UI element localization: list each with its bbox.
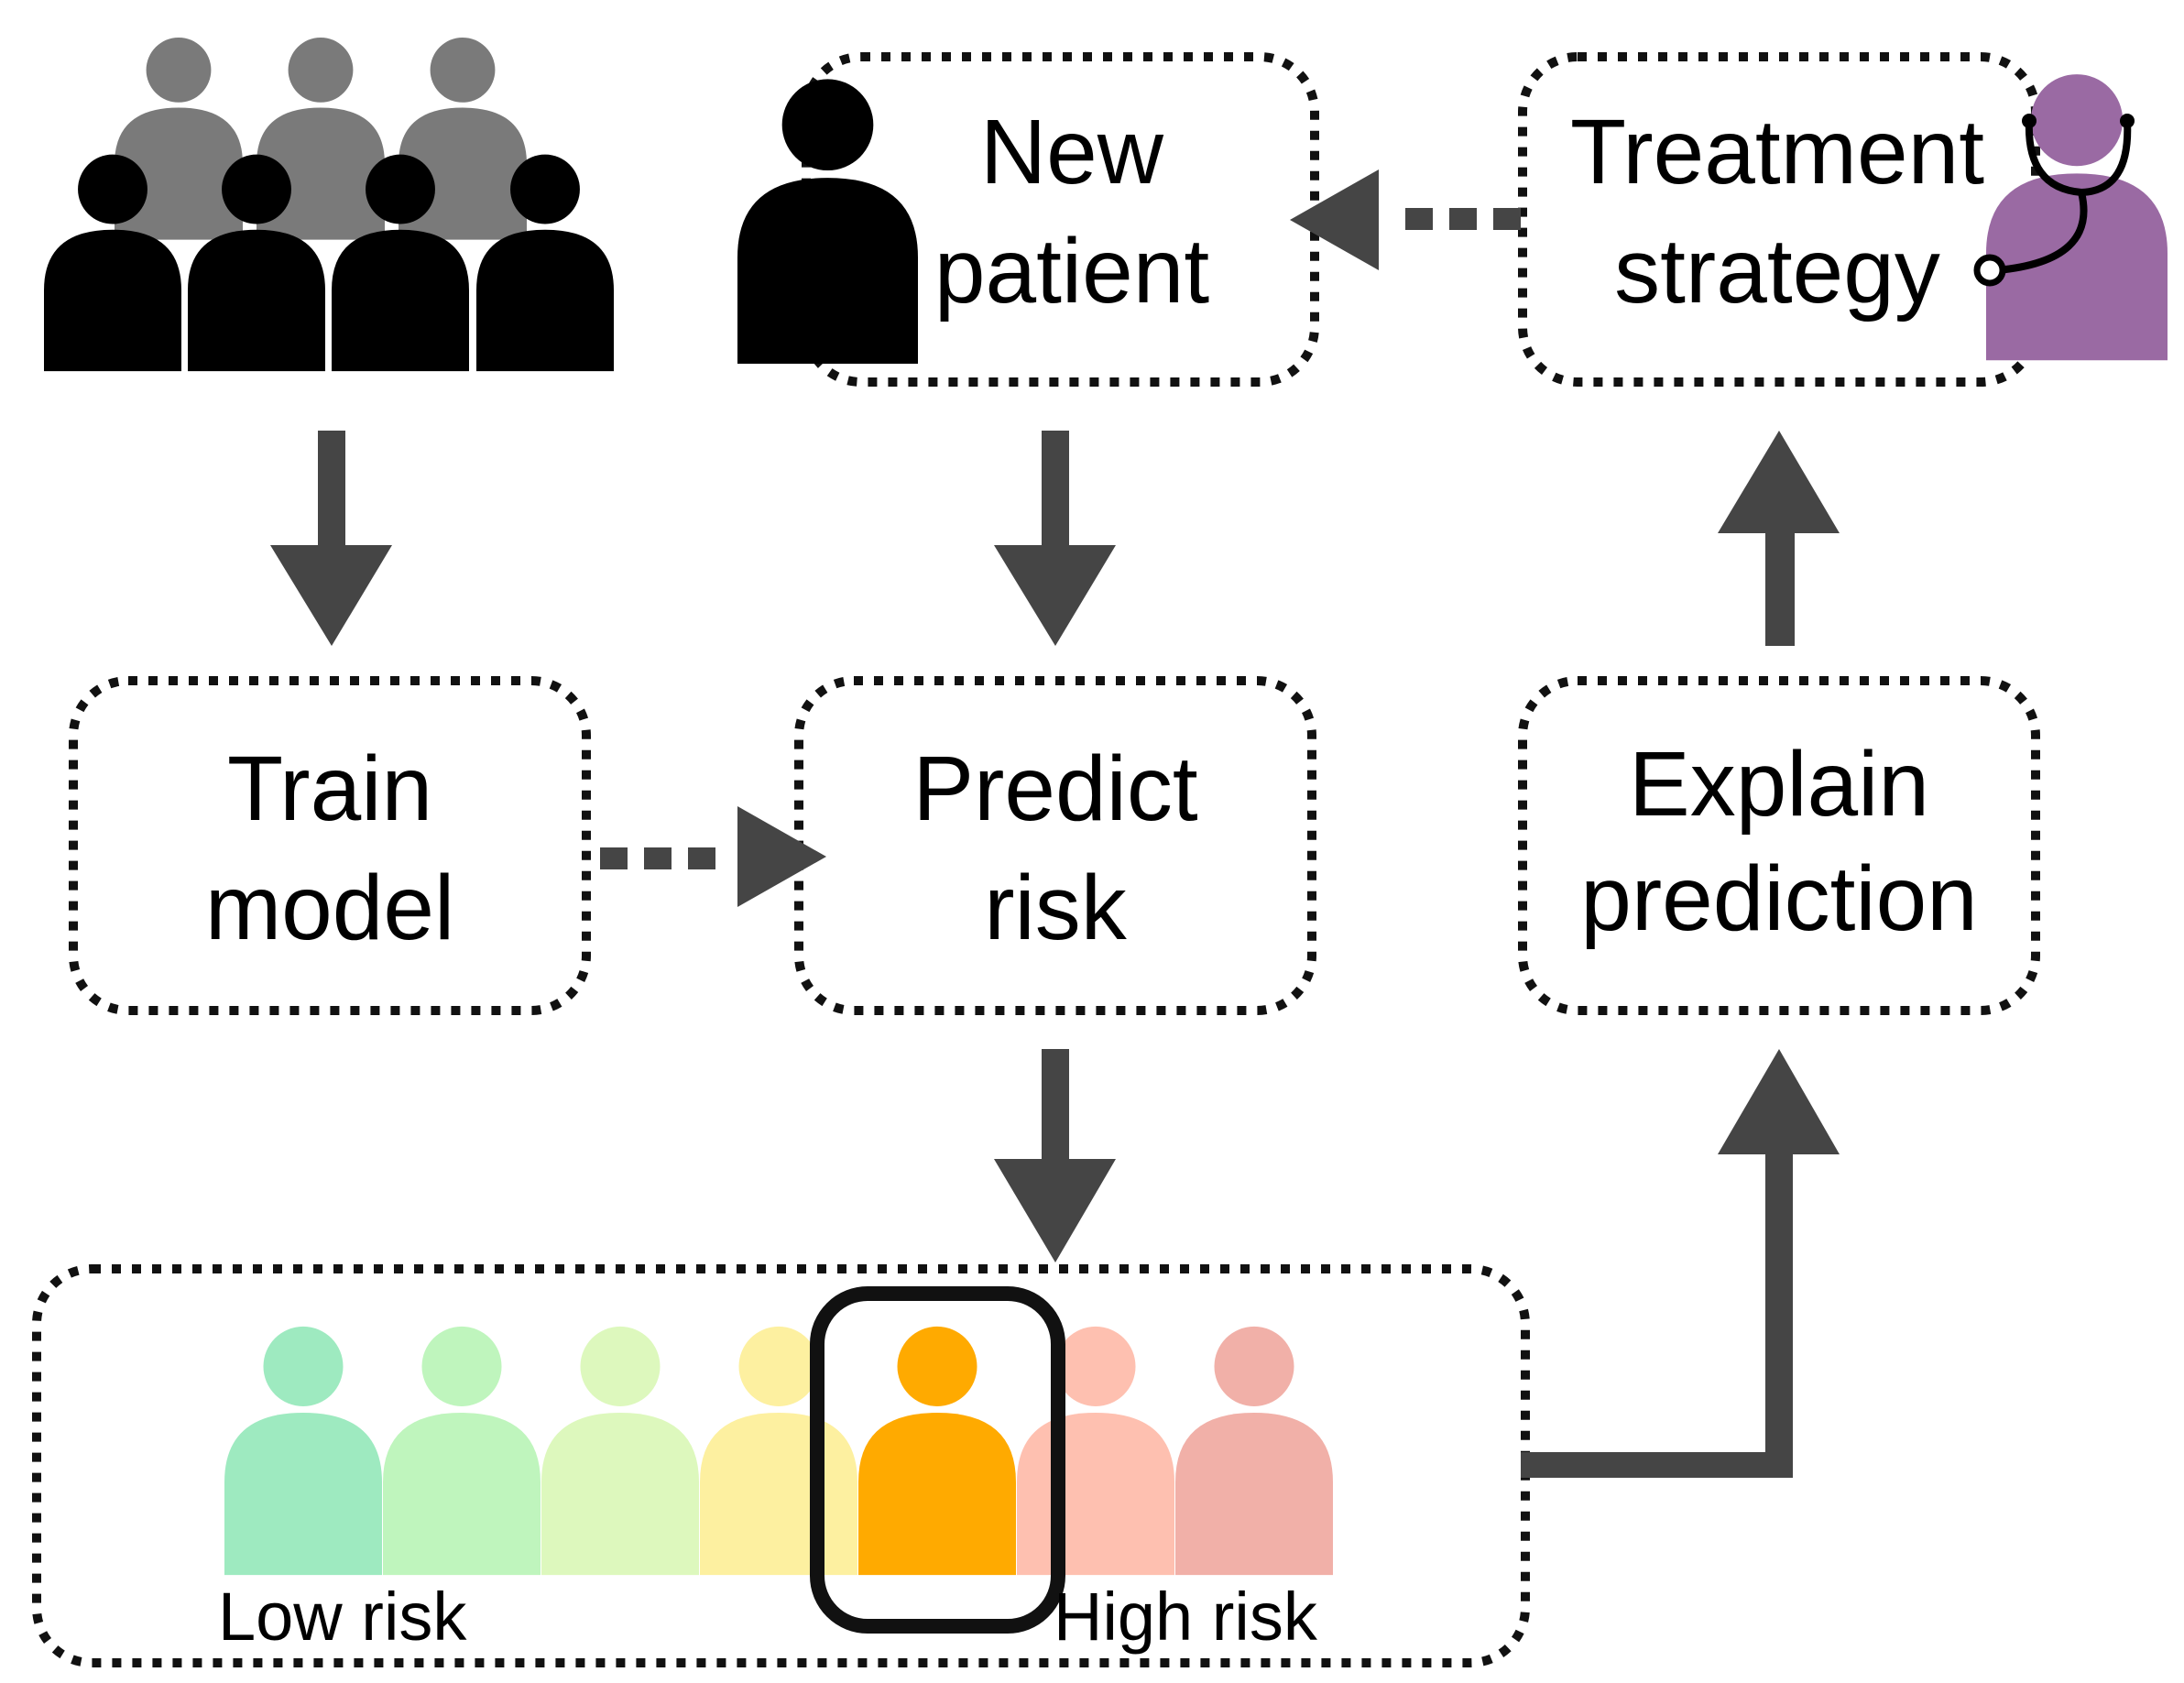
arrow-treatment-to-newpatient <box>1290 169 1521 270</box>
explain-prediction-box: Explain prediction <box>1518 676 2040 1015</box>
doctor-icon <box>1973 74 2168 361</box>
treatment-strategy-line2: strategy <box>1614 220 1940 322</box>
predict-risk-box: Predict risk <box>794 676 1316 1015</box>
arrow-explain-to-treatment <box>1718 431 1840 646</box>
risk-person-6 <box>1017 1326 1174 1576</box>
predict-risk-line2: risk <box>984 857 1128 959</box>
new-patient-box: New patient <box>802 52 1319 387</box>
risk-person-1 <box>224 1326 382 1576</box>
new-patient-icon <box>737 79 918 364</box>
new-patient-line2: patient <box>934 220 1209 322</box>
risk-scale-people <box>224 1326 1333 1576</box>
arrows <box>270 169 1840 1478</box>
selected-patient-highlight <box>810 1286 1065 1634</box>
treatment-strategy-line1: Treatment <box>1570 101 1984 203</box>
arrow-scale-to-explain <box>1521 1049 1840 1478</box>
arrow-cohort-to-train <box>270 431 392 646</box>
arrow-predict-to-scale <box>994 1049 1116 1262</box>
risk-person-4 <box>700 1326 857 1576</box>
train-model-line1: Train <box>227 738 432 840</box>
train-model-line2: model <box>205 857 454 959</box>
low-risk-label: Low risk <box>218 1579 467 1655</box>
risk-person-3 <box>541 1326 699 1576</box>
patient-cohort-icon <box>44 37 614 372</box>
explain-prediction-line2: prediction <box>1580 847 1978 950</box>
high-risk-label: High risk <box>1054 1579 1318 1655</box>
arrow-newpatient-to-predict <box>994 431 1116 646</box>
explain-prediction-line1: Explain <box>1629 733 1929 836</box>
train-model-box: Train model <box>69 676 591 1015</box>
new-patient-line1: New <box>980 101 1164 203</box>
arrow-train-to-predict <box>600 806 826 907</box>
predict-risk-line1: Predict <box>912 738 1197 840</box>
risk-person-2 <box>383 1326 541 1576</box>
risk-scale-box: Low risk High risk <box>32 1264 1530 1667</box>
stethoscope-icon <box>2025 120 2132 197</box>
risk-person-7 <box>1175 1326 1333 1576</box>
selected-risk-person <box>858 1326 1016 1576</box>
treatment-strategy-box: Treatment strategy <box>1518 52 2040 387</box>
